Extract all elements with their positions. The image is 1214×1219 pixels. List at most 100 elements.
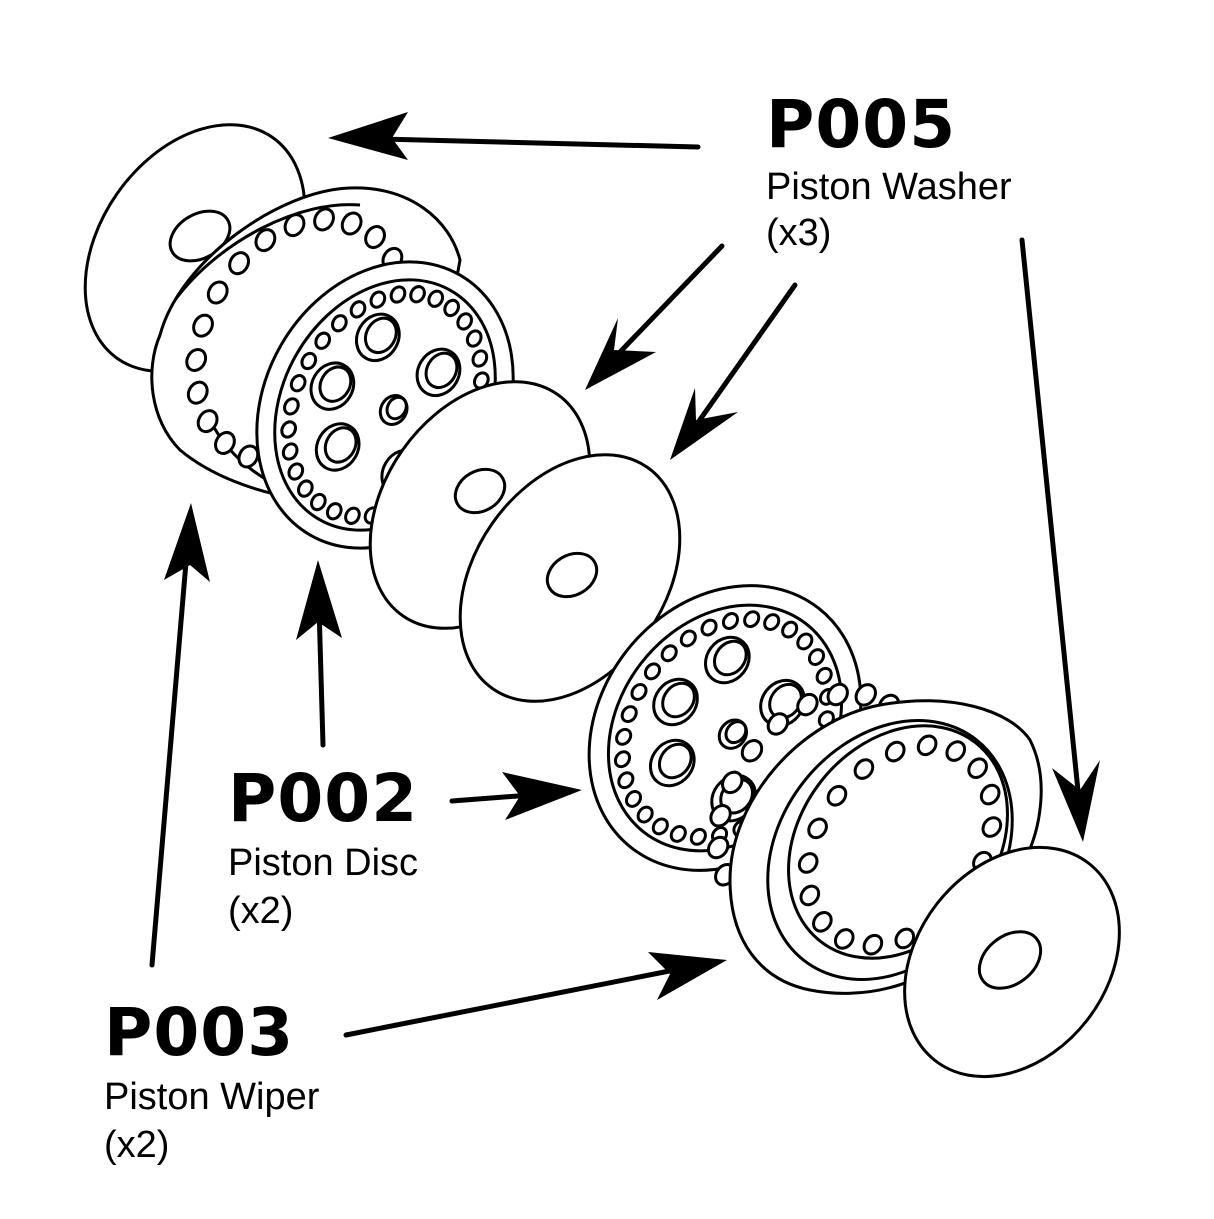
disc-hole <box>807 648 826 667</box>
arrow-p002-to-top-disc <box>296 560 342 748</box>
wiper-stud <box>796 692 819 717</box>
disc-hole <box>287 462 305 481</box>
disc-hole <box>325 502 343 521</box>
arrow-p003-to-bottom-wiper <box>343 952 727 1038</box>
disc-hole <box>689 827 707 846</box>
wiper-stud <box>721 770 744 795</box>
wiper-ball <box>884 740 906 763</box>
wiper-stud <box>340 211 363 236</box>
disc-hole <box>796 632 814 651</box>
wiper-stud <box>185 347 208 372</box>
disc-hole <box>743 610 761 629</box>
disc-hole <box>344 506 361 525</box>
p003-qty: (x2) <box>104 1124 170 1166</box>
disc-hole <box>456 312 473 331</box>
disc-hole <box>310 492 327 512</box>
disc-hole <box>297 479 314 498</box>
disc-hole <box>409 285 426 304</box>
wiper-stud <box>228 251 250 276</box>
wiper-stud <box>192 313 214 338</box>
arrow-p005-to-middle-washer-2 <box>670 282 798 460</box>
wiper-stud <box>214 430 236 455</box>
disc-hole <box>669 825 687 843</box>
disc-hole <box>630 682 648 701</box>
disc-hole <box>465 329 483 348</box>
disc-hole <box>763 613 781 631</box>
wiper-ball <box>799 884 821 907</box>
arrow-p005-to-top-washer <box>328 112 701 160</box>
arrow-p003-to-top-wiper <box>149 503 210 968</box>
arrow-p002-to-bottom-disc <box>449 772 582 820</box>
wiper-ball <box>967 757 988 779</box>
disc-hole <box>620 705 638 724</box>
disc-hole <box>721 612 740 630</box>
wiper-stud <box>283 213 306 238</box>
disc-hole <box>389 285 407 304</box>
wiper-ball <box>862 933 884 956</box>
disc-hole <box>781 620 799 639</box>
disc-hole <box>280 420 298 439</box>
wiper-ball <box>826 784 848 807</box>
disc-hole <box>472 371 490 390</box>
wiper-stud <box>254 228 277 253</box>
arrows <box>149 112 1100 1038</box>
disc-hole <box>624 789 643 808</box>
wiper-stud <box>706 835 730 860</box>
disc-hole <box>314 331 332 350</box>
p005-name: Piston Washer <box>766 166 1012 208</box>
wiper-stud <box>740 739 764 763</box>
wiper-ball <box>894 927 916 950</box>
disc-hole <box>349 300 367 319</box>
disc-hole <box>283 397 300 416</box>
wiper-ball <box>853 758 875 780</box>
disc-hole <box>615 727 633 746</box>
arrow-p005-to-bottom-washer <box>1019 237 1100 842</box>
wiper-stud <box>826 682 849 707</box>
wiper-stud <box>766 712 790 736</box>
wiper-stud <box>186 380 209 405</box>
p002-name: Piston Disc <box>228 842 419 884</box>
wiper-stud <box>709 804 732 828</box>
disc-hole <box>617 771 635 790</box>
p002-qty: (x2) <box>228 890 294 932</box>
disc-hole <box>700 618 718 637</box>
wiper-stud <box>237 444 260 469</box>
disc-hole <box>289 374 307 393</box>
upper-assembly <box>83 123 682 703</box>
disc-hole <box>613 750 632 769</box>
wiper-ball <box>945 740 967 762</box>
wiper-ball <box>812 911 833 933</box>
disc-hole <box>369 290 387 309</box>
wiper-stud <box>364 225 386 250</box>
disc-hole <box>281 442 299 461</box>
wiper-ball <box>916 734 938 757</box>
lower-assembly <box>587 584 1121 1079</box>
p005-qty: (x3) <box>766 212 832 254</box>
disc-hole <box>300 351 318 371</box>
wiper-stud <box>854 683 877 707</box>
wiper-ball <box>833 928 855 950</box>
disc-hole <box>636 805 654 824</box>
wiper-stud <box>206 280 229 305</box>
disc-hole <box>471 349 489 368</box>
disc-bottom <box>587 584 863 872</box>
wiper-ball <box>979 783 1001 806</box>
washer-bottom-right <box>903 845 1121 1079</box>
p003-code: P003 <box>104 994 295 1071</box>
disc-hole <box>660 644 678 663</box>
disc-hole <box>643 662 662 681</box>
disc-hole <box>651 817 669 836</box>
disc-hole <box>815 666 833 685</box>
arrow-p005-to-middle-washer-1 <box>585 243 725 390</box>
disc-hole <box>443 298 460 318</box>
wiper-ball <box>797 852 819 874</box>
p002-code: P002 <box>228 760 419 837</box>
disc-hole <box>427 289 445 308</box>
wiper-ball <box>981 816 1003 838</box>
p005-code: P005 <box>766 86 957 163</box>
disc-hole <box>331 314 348 333</box>
disc-hole <box>679 629 697 648</box>
wiper-stud <box>196 409 219 434</box>
